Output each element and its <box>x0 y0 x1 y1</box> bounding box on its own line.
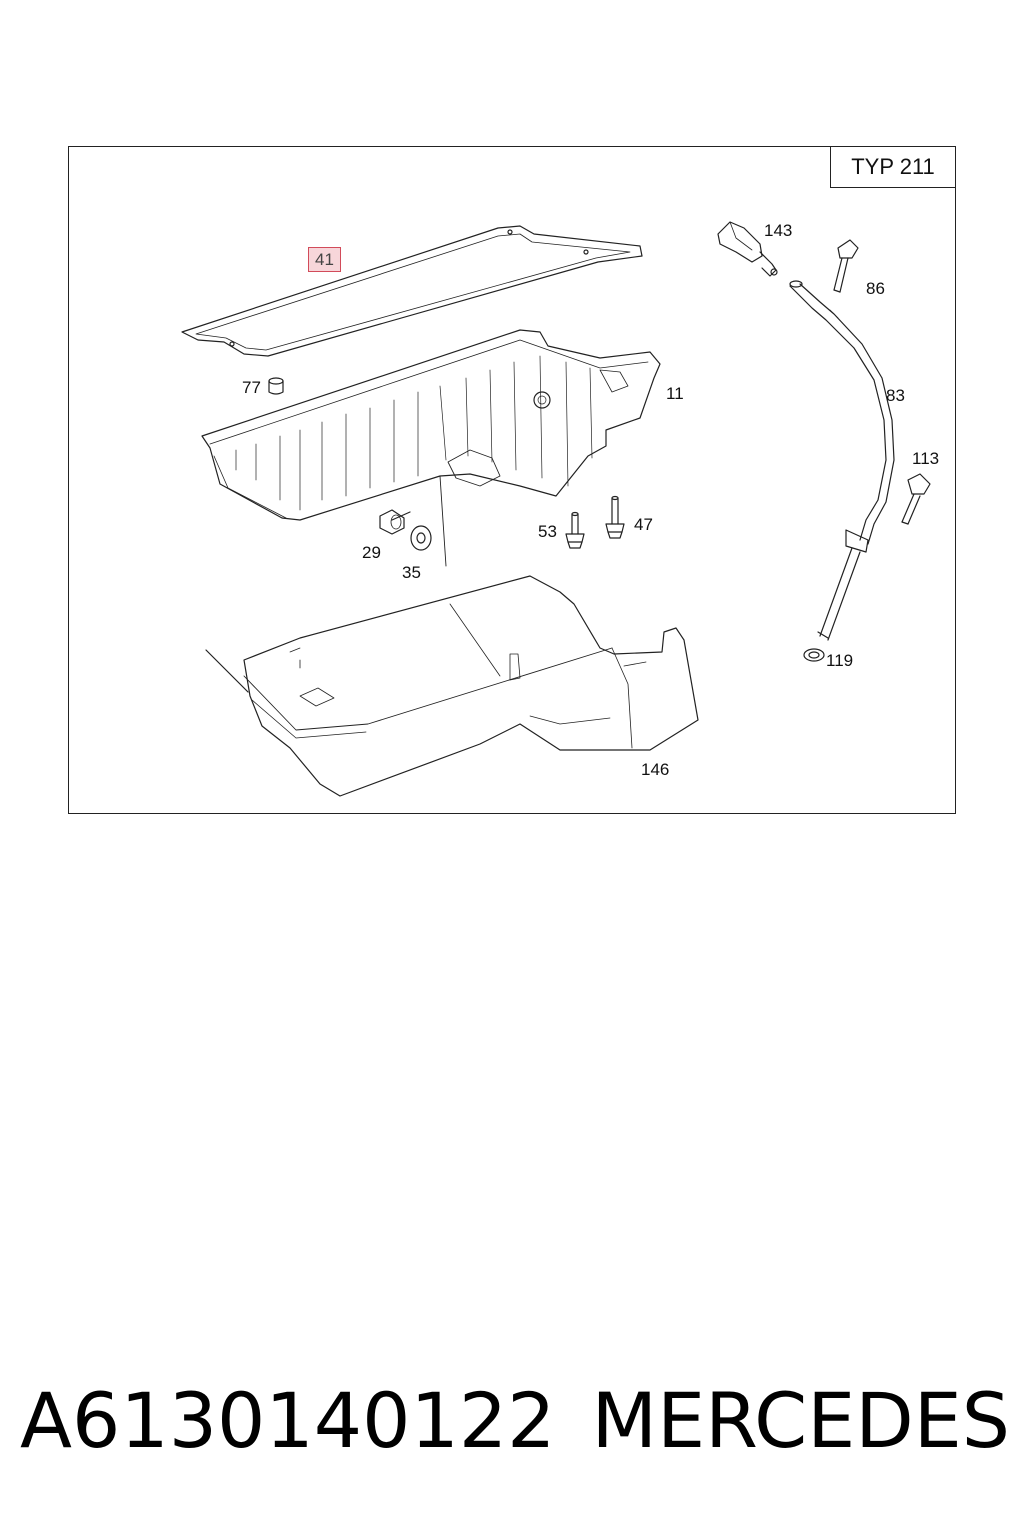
bolt-113 <box>901 473 931 525</box>
engine-under-shield-146 <box>205 575 699 797</box>
drain-plug-29 <box>379 509 411 535</box>
part-number: A6130140122 <box>20 1375 556 1465</box>
callout-77: 77 <box>242 378 261 397</box>
type-label-box: TYP 211 <box>830 146 956 188</box>
callout-113: 113 <box>912 449 940 468</box>
callout-35: 35 <box>402 563 421 582</box>
callout-143: 143 <box>764 221 793 240</box>
plug-77 <box>268 377 284 395</box>
callout-53: 53 <box>538 522 557 541</box>
dipstick-tube-83 <box>789 280 895 641</box>
bolt-86 <box>833 239 859 293</box>
callout-29: 29 <box>362 543 381 562</box>
callout-146: 146 <box>641 760 670 779</box>
callout-41[interactable]: 41 <box>308 247 341 272</box>
bolt-47 <box>605 495 625 539</box>
diagram-frame <box>68 146 956 814</box>
o-ring-119 <box>803 648 825 662</box>
oil-pan-gasket <box>181 225 643 357</box>
exploded-parts-drawing <box>181 221 931 797</box>
callout-83: 83 <box>886 386 905 405</box>
oil-level-sensor-143 <box>717 221 778 277</box>
callout-11: 11 <box>666 384 684 403</box>
callout-47: 47 <box>634 515 653 534</box>
callout-86: 86 <box>866 279 885 298</box>
caption: A6130140122 MERCEDES <box>20 1370 1010 1470</box>
bolt-53 <box>565 511 585 549</box>
washer-35 <box>410 525 432 551</box>
type-label: TYP 211 <box>851 154 935 179</box>
callout-119: 119 <box>826 651 854 670</box>
oil-pan <box>201 329 661 567</box>
brand-name: MERCEDES <box>591 1375 1010 1465</box>
